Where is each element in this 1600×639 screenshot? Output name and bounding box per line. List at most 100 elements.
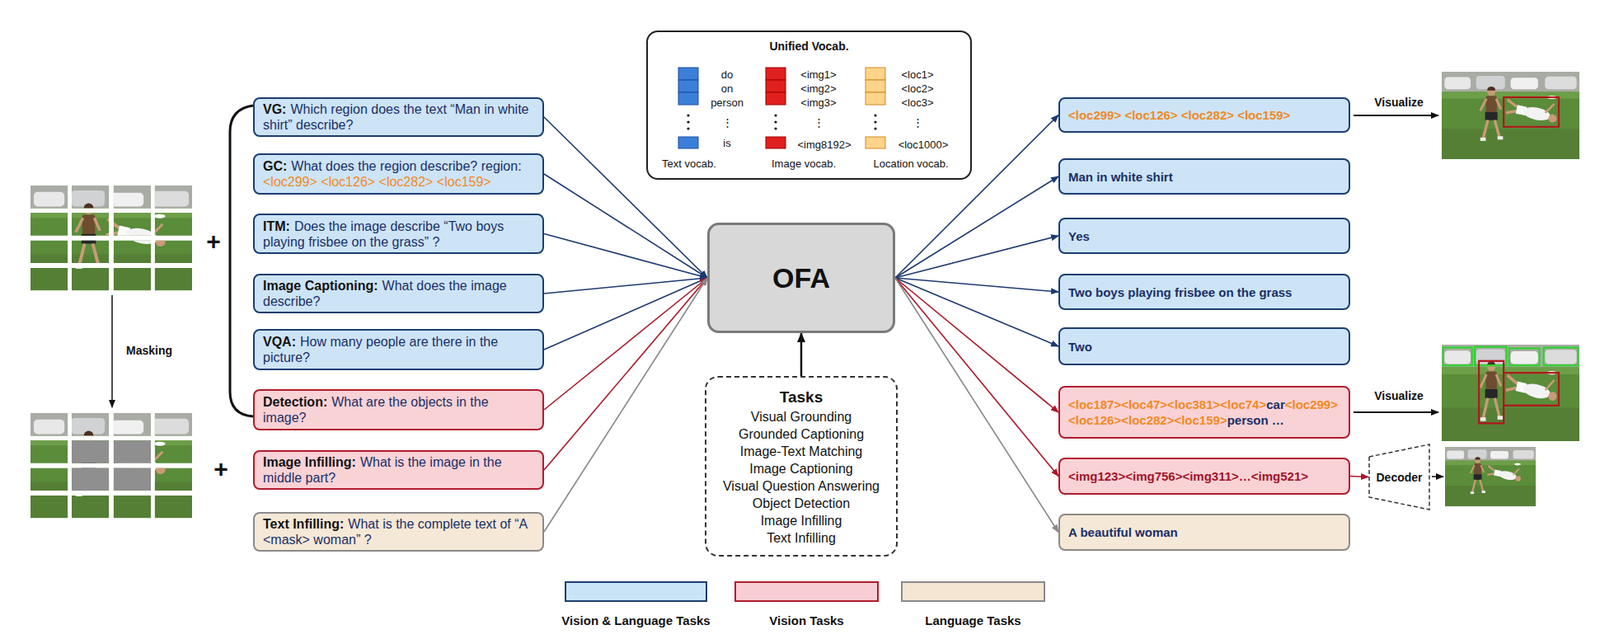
vocab-caption: Image vocab. <box>771 157 836 170</box>
input-image <box>30 185 193 291</box>
drawing-part <box>774 126 777 130</box>
model-box: OFA <box>707 222 896 334</box>
node-text: Detection: <box>262 394 328 409</box>
legend-swatch <box>564 581 708 602</box>
step-label: Masking <box>126 343 173 357</box>
vocab-swatches <box>678 67 886 149</box>
drawing-part <box>113 440 151 463</box>
drawing-part <box>865 136 886 149</box>
task-prompt: VQA:How many people are there in the pic… <box>253 328 545 371</box>
connector-arrow <box>544 234 708 279</box>
node-text: Text Infilling: <box>262 516 344 531</box>
vocab-caption: Text vocab. <box>661 157 717 170</box>
drawing-part <box>678 67 699 80</box>
task-list: TasksVisual GroundingGrounded Captioning… <box>704 375 898 557</box>
drawing-part <box>1441 71 1580 160</box>
drawing-part <box>865 92 886 105</box>
node-text: <loc187><loc47><loc381><loc74> <box>1068 397 1267 412</box>
node-text: How many people are there in the picture… <box>262 334 498 365</box>
node-text: What does the region describe? region: <box>290 159 521 174</box>
node-text: Object Detection <box>709 494 893 512</box>
node-text-holder: <loc299> <loc126> <loc282> <loc159> <box>1068 107 1341 123</box>
connector-arrow <box>544 277 708 410</box>
bracket <box>229 105 254 417</box>
drawing-part <box>678 79 699 93</box>
drawing-part <box>30 412 193 518</box>
drawing-part <box>686 120 690 123</box>
node-text: Image-Text Matching <box>709 442 893 460</box>
node-text: Two boys playing frisbee on the grass <box>1068 285 1292 300</box>
connector-arrow <box>544 117 708 278</box>
vocab-item: <img8192> <box>797 138 851 151</box>
connector-arrow <box>895 277 1059 347</box>
node-text: Visual Grounding <box>709 408 893 426</box>
vocab-item: <img1> <box>800 68 836 81</box>
drawing-part <box>1503 97 1559 127</box>
task-prompt: Image Infilling:What is the image in the… <box>253 450 545 490</box>
node-text: <img123><img756><img311>…<img521> <box>1068 469 1309 484</box>
drawing-part <box>30 412 193 518</box>
drawing-part <box>1443 347 1473 366</box>
task-prompt: Image Captioning:What does the image des… <box>253 273 545 314</box>
connector-arrow <box>544 277 708 350</box>
node-text: Image Captioning: <box>262 278 379 293</box>
connector-arrow <box>1350 476 1369 478</box>
drawing-part <box>765 67 786 80</box>
infilled-image <box>1445 446 1536 507</box>
node-text-holder: ITM:Does the image describe “Two boys pl… <box>262 218 535 250</box>
drawing-part <box>774 120 777 123</box>
vocab-item: ⋮ <box>912 116 924 129</box>
vocab-item: <loc1000> <box>898 138 949 151</box>
decoder-shape: Decoder <box>1368 443 1431 511</box>
connector-arrow <box>895 277 1059 292</box>
drawing-part <box>1503 372 1559 406</box>
output-box: <img123><img756><img311>…<img521> <box>1058 457 1351 495</box>
vocab-item: ⋮ <box>813 116 825 129</box>
drawing-part <box>765 92 786 105</box>
node-text-holder: Unified Vocab. <box>647 38 971 54</box>
drawing-part <box>774 113 777 117</box>
node-text: car <box>1266 397 1286 412</box>
plus-sign: + <box>213 455 229 484</box>
connector-arrow <box>895 115 1059 279</box>
connector-arrow <box>895 277 1059 533</box>
drawing-part <box>1445 446 1536 507</box>
step-label: Visualize <box>1374 389 1424 403</box>
node-text-holder: OFA <box>709 262 893 295</box>
drawing-part <box>686 113 690 117</box>
drawing-part <box>865 67 886 80</box>
node-text: <loc299> <loc126> <loc282> <loc159> <box>1068 107 1291 122</box>
node-text: VG: <box>262 102 287 117</box>
legend-swatch <box>734 581 879 602</box>
connector-arrow <box>895 235 1059 278</box>
node-text: Image Infilling: <box>262 455 357 470</box>
connector-arrow <box>800 333 803 376</box>
task-prompt: Text Infilling:What is the complete text… <box>253 511 545 552</box>
node-text-holder: TasksVisual GroundingGrounded Captioning… <box>709 386 893 547</box>
drawing-part <box>71 440 109 463</box>
drawing-part <box>1478 361 1504 424</box>
drawing-part <box>678 92 699 105</box>
node-text: Does the image describe “Two boys playin… <box>262 219 504 249</box>
drawing-part <box>678 136 699 149</box>
node-text-holder: A beautiful woman <box>1068 524 1341 540</box>
drawing-part <box>873 113 877 117</box>
vocab-item: <img2> <box>800 82 836 95</box>
connector-arrow <box>544 277 708 294</box>
node-text-holder: Detection:What are the objects in the im… <box>262 394 535 426</box>
node-text: OFA <box>772 262 831 294</box>
legend-text: Language Tasks <box>924 613 1021 628</box>
vocab-item: do <box>721 68 733 81</box>
drawing-part <box>30 185 193 291</box>
node-text-holder: VG:Which region does the text “Man in wh… <box>262 101 535 133</box>
node-text-holder: Two boys playing frisbee on the grass <box>1068 284 1341 301</box>
node-text: Yes <box>1068 229 1090 244</box>
drawing-part <box>765 136 786 149</box>
drawing-part <box>113 468 151 491</box>
node-text: Tasks <box>709 386 893 409</box>
connector-arrow <box>544 277 708 532</box>
node-text-holder: Image Captioning:What does the image des… <box>262 277 535 310</box>
drawing-part <box>686 126 690 130</box>
task-prompt: Detection:What are the objects in the im… <box>253 389 545 431</box>
connector-arrow <box>895 277 1059 477</box>
